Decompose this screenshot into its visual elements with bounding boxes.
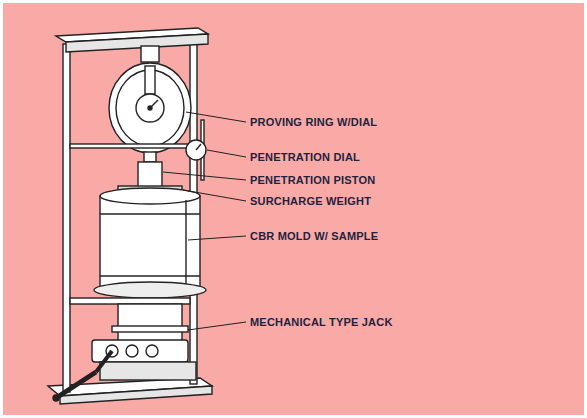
part-label: SURCHARGE WEIGHT (250, 195, 371, 207)
part-label: CBR MOLD W/ SAMPLE (250, 230, 378, 242)
leader-lines (163, 112, 246, 330)
background (3, 3, 584, 415)
part-label: PROVING RING W/DIAL (250, 116, 377, 128)
part-label: MECHANICAL TYPE JACK (250, 316, 393, 328)
part-label: PENETRATION DIAL (250, 151, 360, 163)
part-label: PENETRATION PISTON (250, 174, 375, 186)
